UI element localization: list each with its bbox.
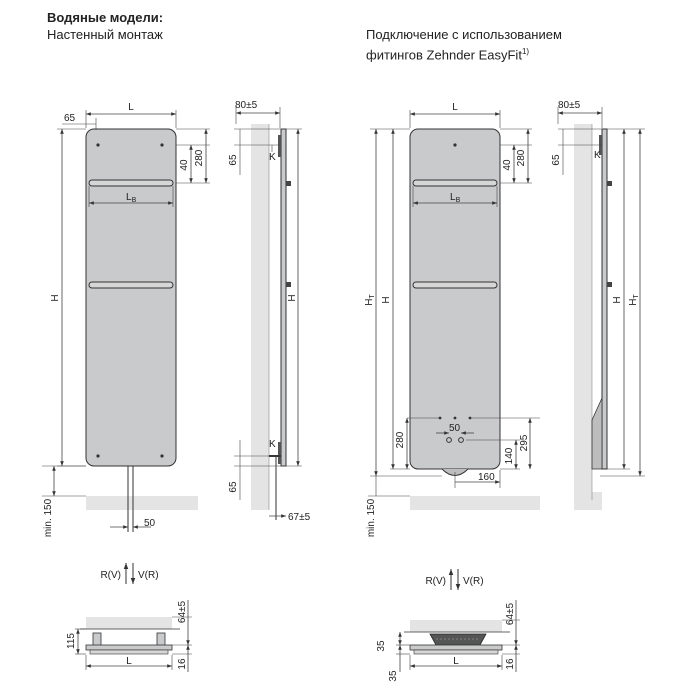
dim-lb-label: LB — [126, 192, 137, 204]
bar-end — [286, 282, 291, 287]
right-heading: Подключение с использованием фитингов Ze… — [366, 26, 562, 63]
towel-bar — [412, 179, 498, 187]
dim-16-label: 16 — [177, 658, 188, 670]
dim-l-right-label: L — [452, 102, 458, 113]
dim-l-label: L — [128, 102, 134, 113]
bar-end — [607, 282, 612, 287]
dim-ht-sub: T — [369, 294, 376, 299]
wall-top — [86, 617, 172, 629]
left-heading-title: Водяные модели: — [47, 10, 164, 25]
bar-end — [286, 181, 291, 186]
dim-40-label: 40 — [179, 159, 190, 171]
mount-point — [453, 143, 457, 147]
bracket — [278, 442, 281, 464]
flow-left: R(V) V(R) — [100, 563, 159, 584]
dim-64-right-label: 64±5 — [505, 602, 516, 625]
dim-lb-right-label: LB — [450, 192, 461, 204]
flow-left-r: R(V) — [100, 570, 121, 581]
left-heading-subtitle: Настенный монтаж — [47, 27, 163, 42]
panel-side — [601, 128, 608, 470]
panel-top — [85, 644, 173, 651]
dim-115-label: 115 — [66, 633, 77, 649]
right-heading-sup: 1) — [521, 47, 530, 56]
dim-160-label: 160 — [478, 472, 495, 483]
left-side-view: 80±5 65 K H K 65 67±5 — [228, 100, 311, 523]
right-front-view: L 40 280 LB HT H 280 50 295 140 — [364, 102, 540, 537]
right-heading-line2: фитингов Zehnder EasyFit — [366, 47, 522, 63]
dim-min150-label: min. 150 — [43, 498, 54, 537]
dim-ht-side-sub: T — [633, 294, 640, 299]
dim-lb-right-sub: B — [456, 197, 461, 204]
dim-280-right-label: 280 — [516, 149, 527, 166]
dim-l-top-right-label: L — [453, 656, 459, 667]
flow-right: R(V) V(R) — [425, 569, 484, 590]
dim-lb-right-main: L — [450, 192, 456, 203]
dim-80-right-label: 80±5 — [558, 100, 581, 111]
dim-67-label: 67±5 — [288, 512, 311, 523]
dim-min150-right-label: min. 150 — [366, 498, 377, 537]
connection-point — [458, 437, 464, 443]
dim-280-bottom-label: 280 — [395, 431, 406, 448]
dim-50-right-label: 50 — [449, 423, 461, 434]
towel-bar — [88, 179, 174, 187]
k-right-label: K — [594, 150, 601, 161]
radiator-panel — [85, 128, 177, 467]
wall — [574, 124, 592, 500]
bar-end — [607, 181, 612, 186]
connection-point — [446, 437, 452, 443]
wall-top — [410, 620, 502, 632]
dim-ht-side-label: HT — [628, 294, 640, 306]
dim-h-side-label: H — [287, 294, 298, 301]
dim-65-top-label: 65 — [228, 154, 239, 166]
mount-point — [160, 143, 164, 147]
k-top-label: K — [269, 152, 276, 163]
bracket — [278, 135, 281, 157]
dim-140-label: 140 — [504, 447, 515, 464]
dim-h-side-right-label: H — [612, 296, 623, 303]
dim-ht-main: H — [364, 299, 375, 306]
panel-side — [280, 128, 287, 467]
right-side-view: 80±5 65 K H HT — [551, 100, 645, 510]
dim-40-right-label: 40 — [502, 159, 513, 171]
mount-point — [96, 454, 100, 458]
dim-l-top-label: L — [126, 656, 132, 667]
dim-h-right-label: H — [381, 296, 392, 303]
dim-50-label: 50 — [144, 518, 156, 529]
dim-35-label-b: 35 — [388, 670, 399, 682]
towel-bar — [88, 281, 174, 289]
mount-point — [96, 143, 100, 147]
dim-h-label: H — [50, 294, 61, 301]
panel-top — [409, 644, 503, 651]
towel-bar — [412, 281, 498, 289]
floor-strip — [86, 496, 198, 510]
dim-lb-sub: B — [132, 197, 137, 204]
fitting-top — [429, 633, 487, 646]
floor-strip — [410, 496, 540, 510]
left-front-view: L 65 H 40 280 LB min. 150 50 — [42, 102, 210, 537]
dim-35-label-a: 35 — [376, 640, 387, 652]
dim-ht-side-main: H — [628, 299, 639, 306]
dim-280-label: 280 — [194, 149, 205, 166]
dim-16-right-label: 16 — [505, 658, 516, 670]
dim-64-label: 64±5 — [177, 600, 188, 623]
dim-lb-main: L — [126, 192, 132, 203]
dim-65-label: 65 — [64, 113, 76, 124]
wall — [251, 124, 269, 500]
right-top-view: 35 35 64±5 16 L — [376, 600, 520, 682]
flow-right-r: R(V) — [425, 576, 446, 587]
dim-ht-label: HT — [364, 294, 376, 306]
left-top-view: 115 64±5 16 L — [66, 600, 192, 672]
fitting-side — [591, 397, 603, 470]
left-heading: Водяные модели: Настенный монтаж — [47, 9, 163, 43]
dim-65-bottom-label: 65 — [228, 481, 239, 493]
k-bottom-label: K — [269, 439, 276, 450]
mount-point — [160, 454, 164, 458]
flow-right-v: V(R) — [463, 576, 484, 587]
dim-295-label: 295 — [519, 434, 530, 451]
flow-left-v: V(R) — [138, 570, 159, 581]
dim-80-label: 80±5 — [235, 100, 258, 111]
right-heading-line1: Подключение с использованием — [366, 27, 562, 42]
dim-65-right-label: 65 — [551, 154, 562, 166]
